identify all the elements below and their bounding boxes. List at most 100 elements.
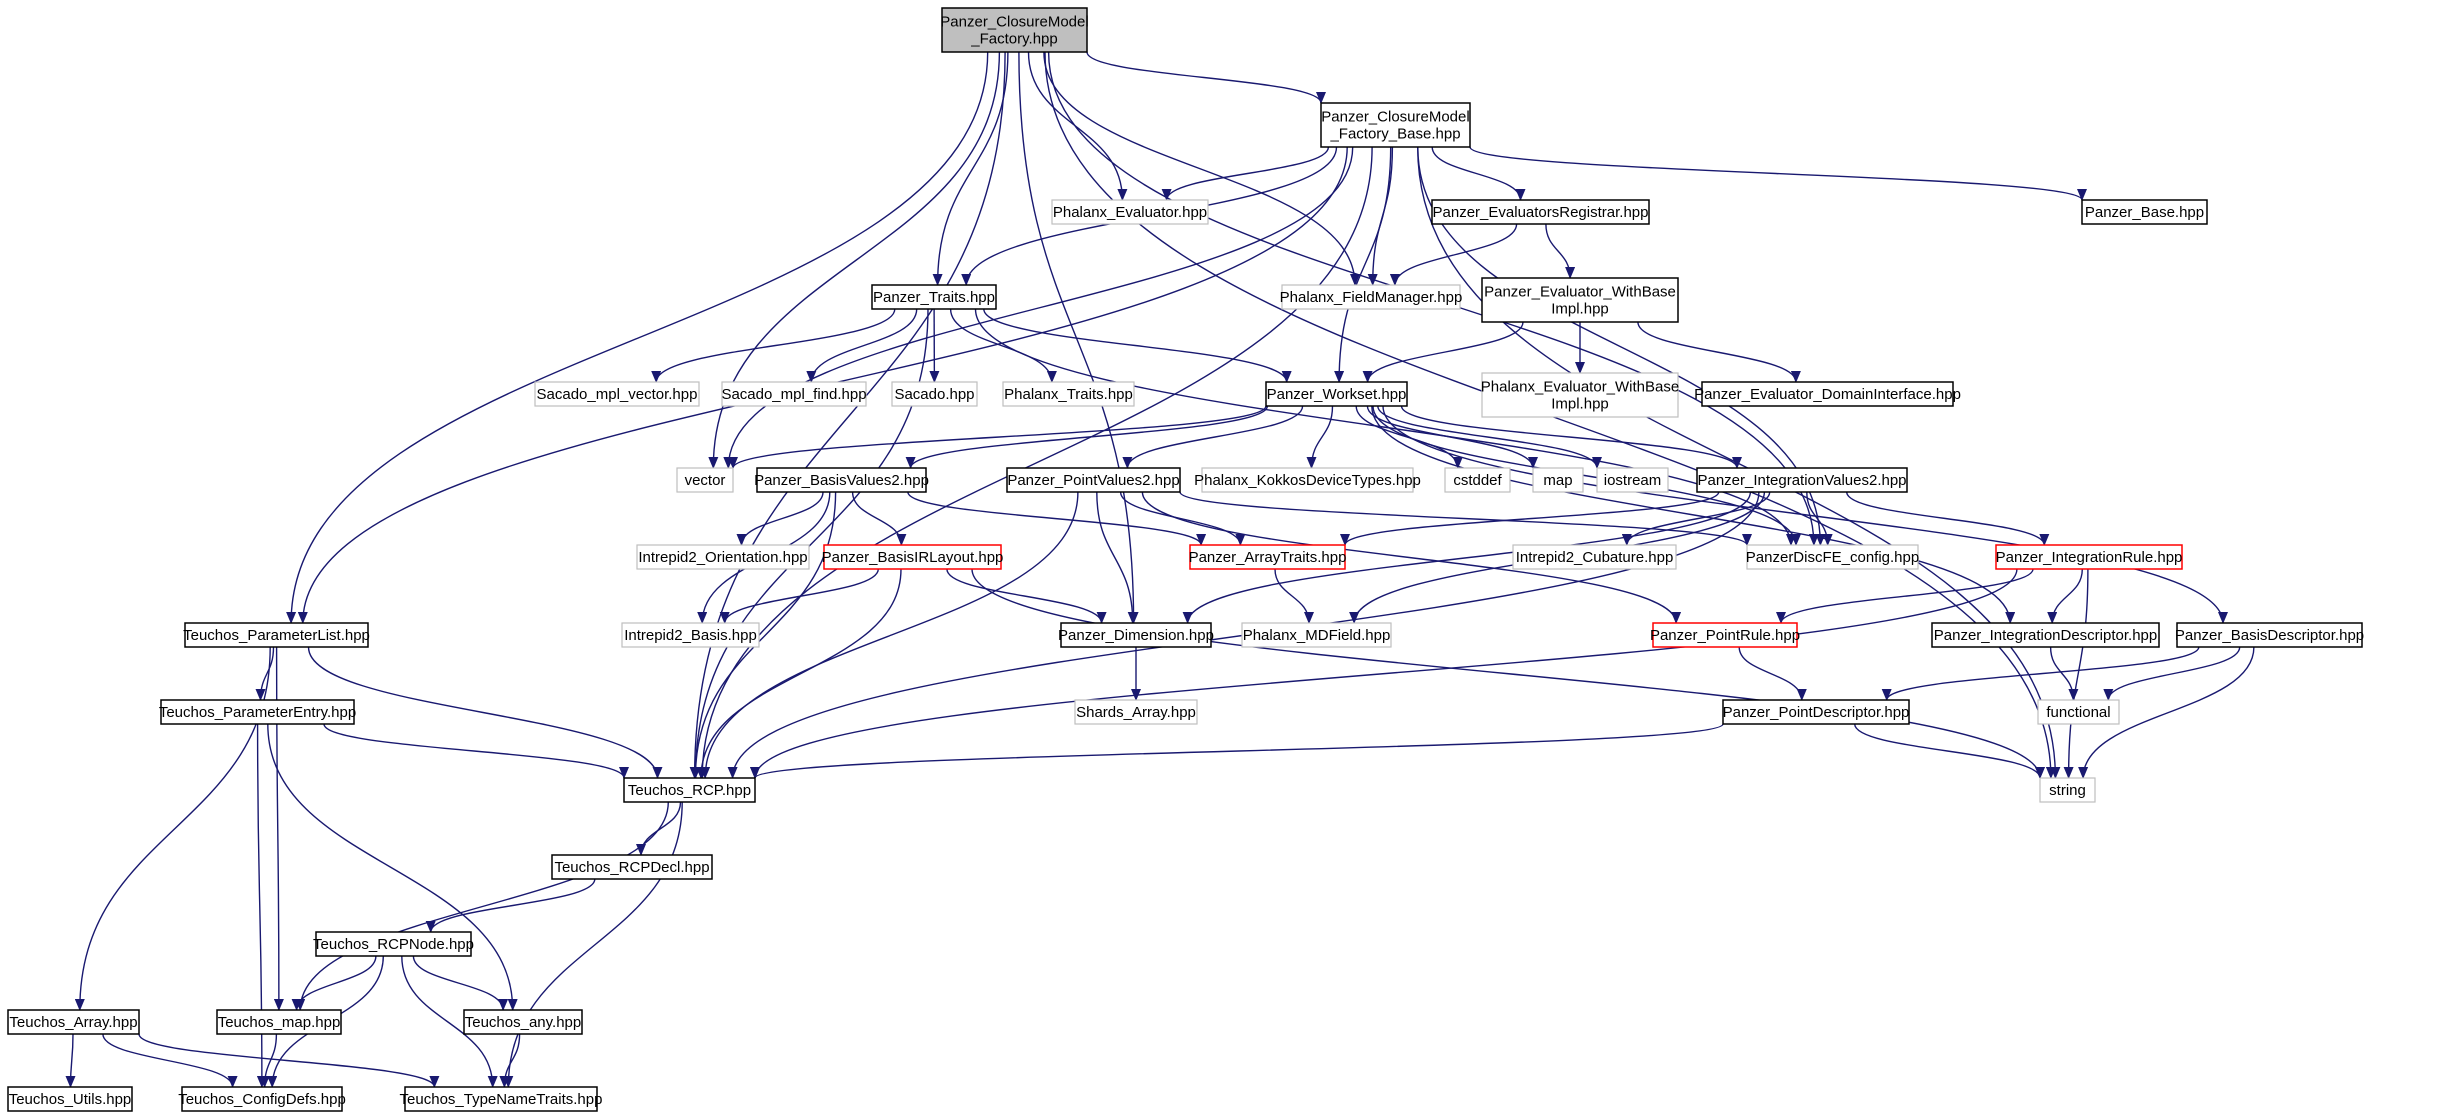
node-label: Panzer_PointValues2.hpp xyxy=(1007,472,1179,489)
node-factory_base[interactable]: Panzer_ClosureModel_Factory_Base.hpp xyxy=(1320,102,1471,148)
node-teuchos_array[interactable]: Teuchos_Array.hpp xyxy=(7,1009,140,1035)
node-teuchos_parameterlist[interactable]: Teuchos_ParameterList.hpp xyxy=(183,622,370,648)
node-label: Teuchos_map.hpp xyxy=(218,1014,341,1031)
node-sacado_find[interactable]: Sacado_mpl_find.hpp xyxy=(721,381,867,407)
node-teuchos_rcpdecl[interactable]: Teuchos_RCPDecl.hpp xyxy=(551,854,713,880)
node-panzer_base[interactable]: Panzer_Base.hpp xyxy=(2081,199,2208,225)
node-teuchos_utils[interactable]: Teuchos_Utils.hpp xyxy=(7,1086,133,1112)
node-shards_array[interactable]: Shards_Array.hpp xyxy=(1074,699,1198,725)
node-pointdescriptor[interactable]: Panzer_PointDescriptor.hpp xyxy=(1722,699,1910,725)
node-label-line: Sacado.hpp xyxy=(894,386,974,403)
node-box xyxy=(1320,102,1471,148)
node-phx_evaluator[interactable]: Phalanx_Evaluator.hpp xyxy=(1051,199,1209,225)
node-box xyxy=(1512,544,1677,570)
edge-workset-to-basisdescriptor xyxy=(1382,405,2228,624)
node-teuchos_rcp[interactable]: Teuchos_RCP.hpp xyxy=(623,777,756,803)
node-phx_traits[interactable]: Phalanx_Traits.hpp xyxy=(1002,381,1135,407)
node-box xyxy=(2039,777,2096,803)
node-eval_domaininterface[interactable]: Panzer_Evaluator_DomainInterface.hpp xyxy=(1694,381,1961,407)
node-label: Panzer_Dimension.hpp xyxy=(1058,627,1214,644)
edge-workset-to-integrationdescriptor xyxy=(1371,405,2016,624)
node-intrepid_basis[interactable]: Intrepid2_Basis.hpp xyxy=(621,622,760,648)
node-pointrule[interactable]: Panzer_PointRule.hpp xyxy=(1650,622,1800,648)
node-intrepid_cubature[interactable]: Intrepid2_Cubature.hpp xyxy=(1512,544,1677,570)
edge-teuchos_parameterlist-to-teuchos_parameterentry xyxy=(255,646,275,701)
node-iostream[interactable]: iostream xyxy=(1596,467,1669,493)
node-label: Teuchos_RCP.hpp xyxy=(628,782,751,799)
node-intrepid_orientation[interactable]: Intrepid2_Orientation.hpp xyxy=(636,544,810,570)
node-box xyxy=(871,284,997,310)
node-integrationdescriptor[interactable]: Panzer_IntegrationDescriptor.hpp xyxy=(1931,622,2160,648)
node-phx_mdfield[interactable]: Phalanx_MDField.hpp xyxy=(1241,622,1392,648)
node-label: Panzer_BasisValues2.hpp xyxy=(754,472,929,489)
edge-root-to-panzer_traits xyxy=(932,51,1009,286)
node-teuchos_any[interactable]: Teuchos_any.hpp xyxy=(463,1009,583,1035)
node-phx_fieldmanager[interactable]: Phalanx_FieldManager.hpp xyxy=(1280,284,1463,310)
node-functional[interactable]: functional xyxy=(2037,699,2120,725)
node-sacado_vector[interactable]: Sacado_mpl_vector.hpp xyxy=(534,381,700,407)
node-basisdescriptor[interactable]: Panzer_BasisDescriptor.hpp xyxy=(2175,622,2364,648)
node-label-line: Phalanx_MDField.hpp xyxy=(1243,627,1391,644)
node-box xyxy=(1931,622,2160,648)
node-label-line: vector xyxy=(685,472,726,489)
node-box xyxy=(551,854,713,880)
node-integrationvalues2[interactable]: Panzer_IntegrationValues2.hpp xyxy=(1696,467,1908,493)
edge-factory_base-to-evaluators_registrar xyxy=(1431,146,1526,201)
node-panzer_traits[interactable]: Panzer_Traits.hpp xyxy=(871,284,997,310)
edge-teuchos_parameterlist-to-teuchos_rcp xyxy=(307,646,663,779)
edge-pointvalues2-to-pointrule xyxy=(1141,491,1682,624)
node-box xyxy=(216,1009,342,1035)
node-arraytraits[interactable]: Panzer_ArrayTraits.hpp xyxy=(1189,544,1347,570)
node-label: Teuchos_any.hpp xyxy=(465,1014,581,1031)
node-dimension[interactable]: Panzer_Dimension.hpp xyxy=(1058,622,1214,648)
node-label: Panzer_ClosureModel_Factory_Base.hpp xyxy=(1321,109,1469,143)
edge-workset-to-basisvalues2 xyxy=(905,405,1269,469)
node-basisirlayout[interactable]: Panzer_BasisIRLayout.hpp xyxy=(822,544,1004,570)
node-teuchos_map[interactable]: Teuchos_map.hpp xyxy=(216,1009,342,1035)
node-box xyxy=(1241,622,1392,648)
node-evaluators_registrar[interactable]: Panzer_EvaluatorsRegistrar.hpp xyxy=(1431,199,1650,225)
node-string[interactable]: string xyxy=(2039,777,2096,803)
node-workset[interactable]: Panzer_Workset.hpp xyxy=(1265,381,1408,407)
node-map[interactable]: map xyxy=(1532,467,1584,493)
node-box xyxy=(1265,381,1408,407)
node-cstddef[interactable]: cstddef xyxy=(1444,467,1511,493)
node-basisvalues2[interactable]: Panzer_BasisValues2.hpp xyxy=(754,467,929,493)
node-box xyxy=(1746,544,1919,570)
node-box xyxy=(1995,544,2183,570)
edge-basisdescriptor-to-functional xyxy=(2103,646,2241,701)
node-label-line: Panzer_IntegrationValues2.hpp xyxy=(1697,472,1906,489)
node-label: Intrepid2_Orientation.hpp xyxy=(638,549,807,566)
node-box xyxy=(1701,381,1954,407)
edge-factory_base-to-phx_evaluator xyxy=(1161,146,1330,201)
node-label-line: Panzer_PointRule.hpp xyxy=(1650,627,1800,644)
edge-teuchos_rcp-to-teuchos_rcpdecl xyxy=(636,801,682,856)
node-label-line: Panzer_Evaluator_DomainInterface.hpp xyxy=(1694,386,1961,403)
node-teuchos_rcpnode[interactable]: Teuchos_RCPNode.hpp xyxy=(313,931,474,957)
node-phx_kokkos[interactable]: Phalanx_KokkosDeviceTypes.hpp xyxy=(1194,467,1421,493)
node-teuchos_configdefs[interactable]: Teuchos_ConfigDefs.hpp xyxy=(178,1086,346,1112)
edge-integrationdescriptor-to-functional xyxy=(2049,646,2079,701)
node-root[interactable]: Panzer_ClosureModel_Factory.hpp xyxy=(940,7,1089,53)
node-label-line: Intrepid2_Cubature.hpp xyxy=(1516,549,1674,566)
edge-root-to-teuchos_rcp xyxy=(689,51,1006,779)
node-discfe_config[interactable]: PanzerDiscFE_config.hpp xyxy=(1746,544,1919,570)
node-label-line: Teuchos_TypeNameTraits.hpp xyxy=(400,1091,603,1108)
node-label: Shards_Array.hpp xyxy=(1076,704,1196,721)
node-pointvalues2[interactable]: Panzer_PointValues2.hpp xyxy=(1006,467,1181,493)
node-vector[interactable]: vector xyxy=(676,467,734,493)
node-label: Panzer_Evaluator_DomainInterface.hpp xyxy=(1694,386,1961,403)
node-box xyxy=(2037,699,2120,725)
node-label-line: Phalanx_Traits.hpp xyxy=(1004,386,1133,403)
node-teuchos_parameterentry[interactable]: Teuchos_ParameterEntry.hpp xyxy=(159,699,356,725)
edge-integrationvalues2-to-discfe_config xyxy=(1806,491,1833,546)
node-teuchos_typenametraits[interactable]: Teuchos_TypeNameTraits.hpp xyxy=(400,1086,603,1112)
edge-teuchos_map-to-teuchos_configdefs xyxy=(259,1033,278,1088)
node-box xyxy=(1722,699,1910,725)
node-integrationrule[interactable]: Panzer_IntegrationRule.hpp xyxy=(1995,544,2183,570)
node-sacado[interactable]: Sacado.hpp xyxy=(891,381,978,407)
